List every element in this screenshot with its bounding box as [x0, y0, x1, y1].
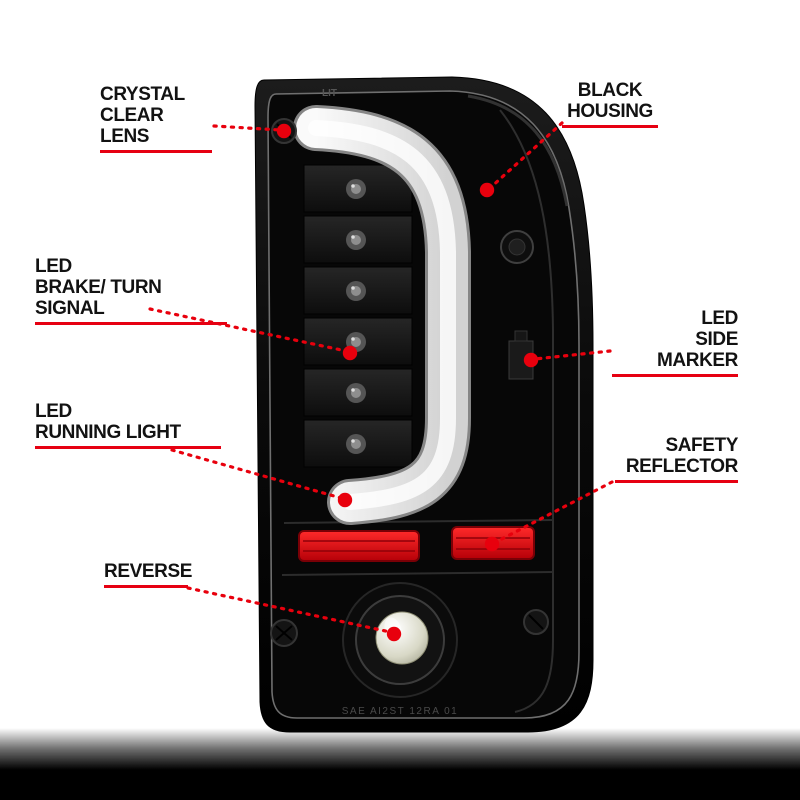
callout-label: CRYSTAL — [100, 84, 185, 105]
leader-led-side-marker — [533, 349, 612, 361]
callout-underline — [104, 585, 188, 588]
dot-led-running-light — [337, 492, 353, 508]
callout-label: RUNNING LIGHT — [35, 422, 181, 443]
callout-label: SIDE MARKER — [657, 329, 738, 371]
leader-dots — [276, 123, 539, 642]
callout-label: LED — [35, 256, 72, 277]
callout-led-running-light: LED RUNNING LIGHT — [35, 401, 221, 449]
callout-label: BRAKE/ TURN SIGNAL — [35, 277, 162, 319]
callout-safety-reflector: SAFETY REFLECTOR — [615, 435, 738, 483]
callout-label: BLACK — [577, 80, 643, 101]
dot-led-brake-turn-signal — [342, 345, 358, 361]
leader-lines — [148, 121, 614, 634]
leader-black-housing — [488, 121, 564, 190]
lens-seam-lower — [281, 571, 554, 576]
dot-crystal-clear-lens — [276, 123, 292, 139]
callout-underline — [35, 446, 221, 449]
lens-marking-bottom: SAE AI2ST 12RA 01 — [342, 706, 459, 717]
callout-label: REFLECTOR — [625, 456, 739, 477]
reverse-bulb — [342, 582, 458, 698]
dot-led-side-marker — [523, 352, 539, 368]
callout-led-side-marker: LED SIDE MARKER — [612, 308, 738, 377]
leader-crystal-clear-lens — [212, 124, 282, 132]
leader-reverse — [186, 586, 392, 634]
screw-bottom-right — [523, 609, 549, 635]
callout-underline — [612, 374, 738, 377]
led-array — [303, 164, 413, 468]
bulb-socket — [500, 230, 534, 264]
callout-underline — [100, 150, 212, 153]
leader-led-brake-turn-signal — [148, 307, 348, 353]
inner-bezel-seam — [499, 109, 554, 713]
dot-reverse — [386, 626, 402, 642]
lens-marking-top: LIT — [322, 88, 337, 99]
callout-black-housing: BLACK HOUSING — [562, 80, 658, 128]
callout-label: LED — [35, 401, 72, 422]
lens-seam-upper — [283, 519, 554, 524]
safety-reflector-left — [298, 530, 420, 562]
leader-led-running-light — [170, 448, 343, 500]
light-bar — [293, 105, 471, 525]
callout-reverse: REVERSE — [104, 561, 193, 588]
callout-underline — [35, 322, 227, 325]
callout-label: SAFETY — [665, 435, 738, 456]
housing-highlight — [467, 94, 569, 207]
floor-shadow — [0, 728, 800, 800]
dot-black-housing — [479, 182, 495, 198]
callout-crystal-clear-lens: CRYSTAL CLEAR LENS — [100, 84, 212, 153]
callout-led-brake-turn-signal: LED BRAKE/ TURN SIGNAL — [35, 256, 227, 325]
callout-label: REVERSE — [104, 561, 193, 582]
callout-label: LED — [701, 308, 738, 329]
callout-label: CLEAR LENS — [100, 105, 164, 147]
side-marker — [508, 330, 534, 380]
callout-underline — [562, 125, 658, 128]
callout-underline — [615, 480, 738, 483]
screw-bottom-left — [270, 619, 298, 647]
callout-label: HOUSING — [567, 101, 653, 122]
dot-safety-reflector — [484, 536, 500, 552]
